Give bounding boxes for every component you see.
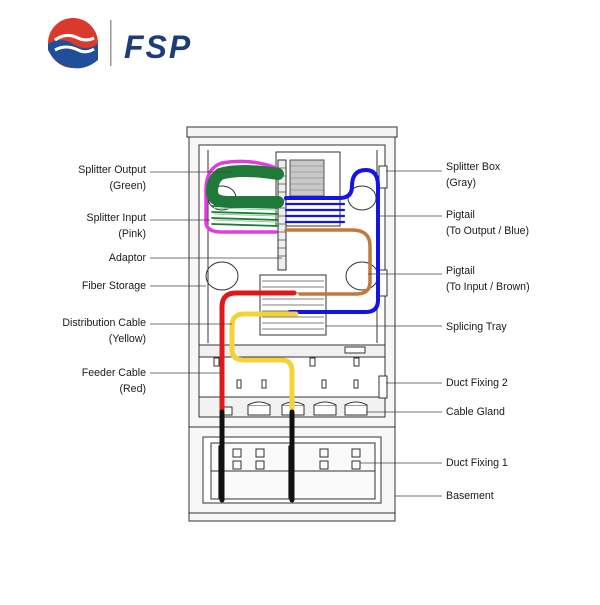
labels-left: Splitter Output (Green) Splitter Input (…: [62, 164, 146, 395]
label-splitter-output: Splitter Output: [78, 164, 146, 176]
splitter-output-cable: [206, 165, 284, 208]
label-pigtail-output: Pigtail: [446, 209, 475, 221]
label-duct-fixing-1: Duct Fixing 1: [446, 457, 508, 469]
label-pigtail-output-sub: (To Output / Blue): [446, 225, 529, 237]
cabinet-lid: [186, 126, 398, 138]
label-distribution-cable-sub: (Yellow): [109, 333, 146, 345]
duct-fixing-1: [232, 448, 361, 470]
label-distribution-cable: Distribution Cable: [62, 317, 146, 329]
logo-wordmark: FSP: [124, 29, 192, 65]
label-splitter-input-sub: (Pink): [118, 228, 146, 240]
label-adaptor: Adaptor: [109, 252, 147, 264]
label-feeder-cable: Feeder Cable: [82, 367, 146, 379]
label-pigtail-input: Pigtail: [446, 265, 475, 277]
splitter-input-cable: [204, 159, 278, 234]
pigtail-output-cable: [284, 168, 380, 314]
label-feeder-cable-sub: (Red): [120, 383, 147, 395]
labels-right: Splitter Box (Gray) Pigtail (To Output /…: [446, 161, 530, 502]
label-basement: Basement: [446, 490, 494, 502]
label-splicing-tray: Splicing Tray: [446, 321, 507, 333]
leader-lines: [150, 170, 442, 497]
brand-logo: FSP: [48, 18, 192, 69]
distribution-cable: [229, 311, 299, 415]
fiber-storage-left: [205, 261, 239, 291]
logo-divider: [110, 20, 112, 66]
label-splitter-box-sub: (Gray): [446, 177, 476, 189]
label-splitter-box: Splitter Box: [446, 161, 501, 173]
feeder-cable: [219, 290, 297, 415]
label-pigtail-input-sub: (To Input / Brown): [446, 281, 530, 293]
duct-fixing-2: [378, 375, 388, 399]
pigtail-input-cable: [284, 228, 372, 296]
label-splitter-output-sub: (Green): [110, 180, 147, 192]
label-cable-gland: Cable Gland: [446, 406, 505, 418]
label-fiber-storage: Fiber Storage: [82, 280, 146, 292]
cables: [204, 159, 380, 503]
label-duct-fixing-2: Duct Fixing 2: [446, 377, 508, 389]
label-splitter-input: Splitter Input: [87, 212, 147, 224]
